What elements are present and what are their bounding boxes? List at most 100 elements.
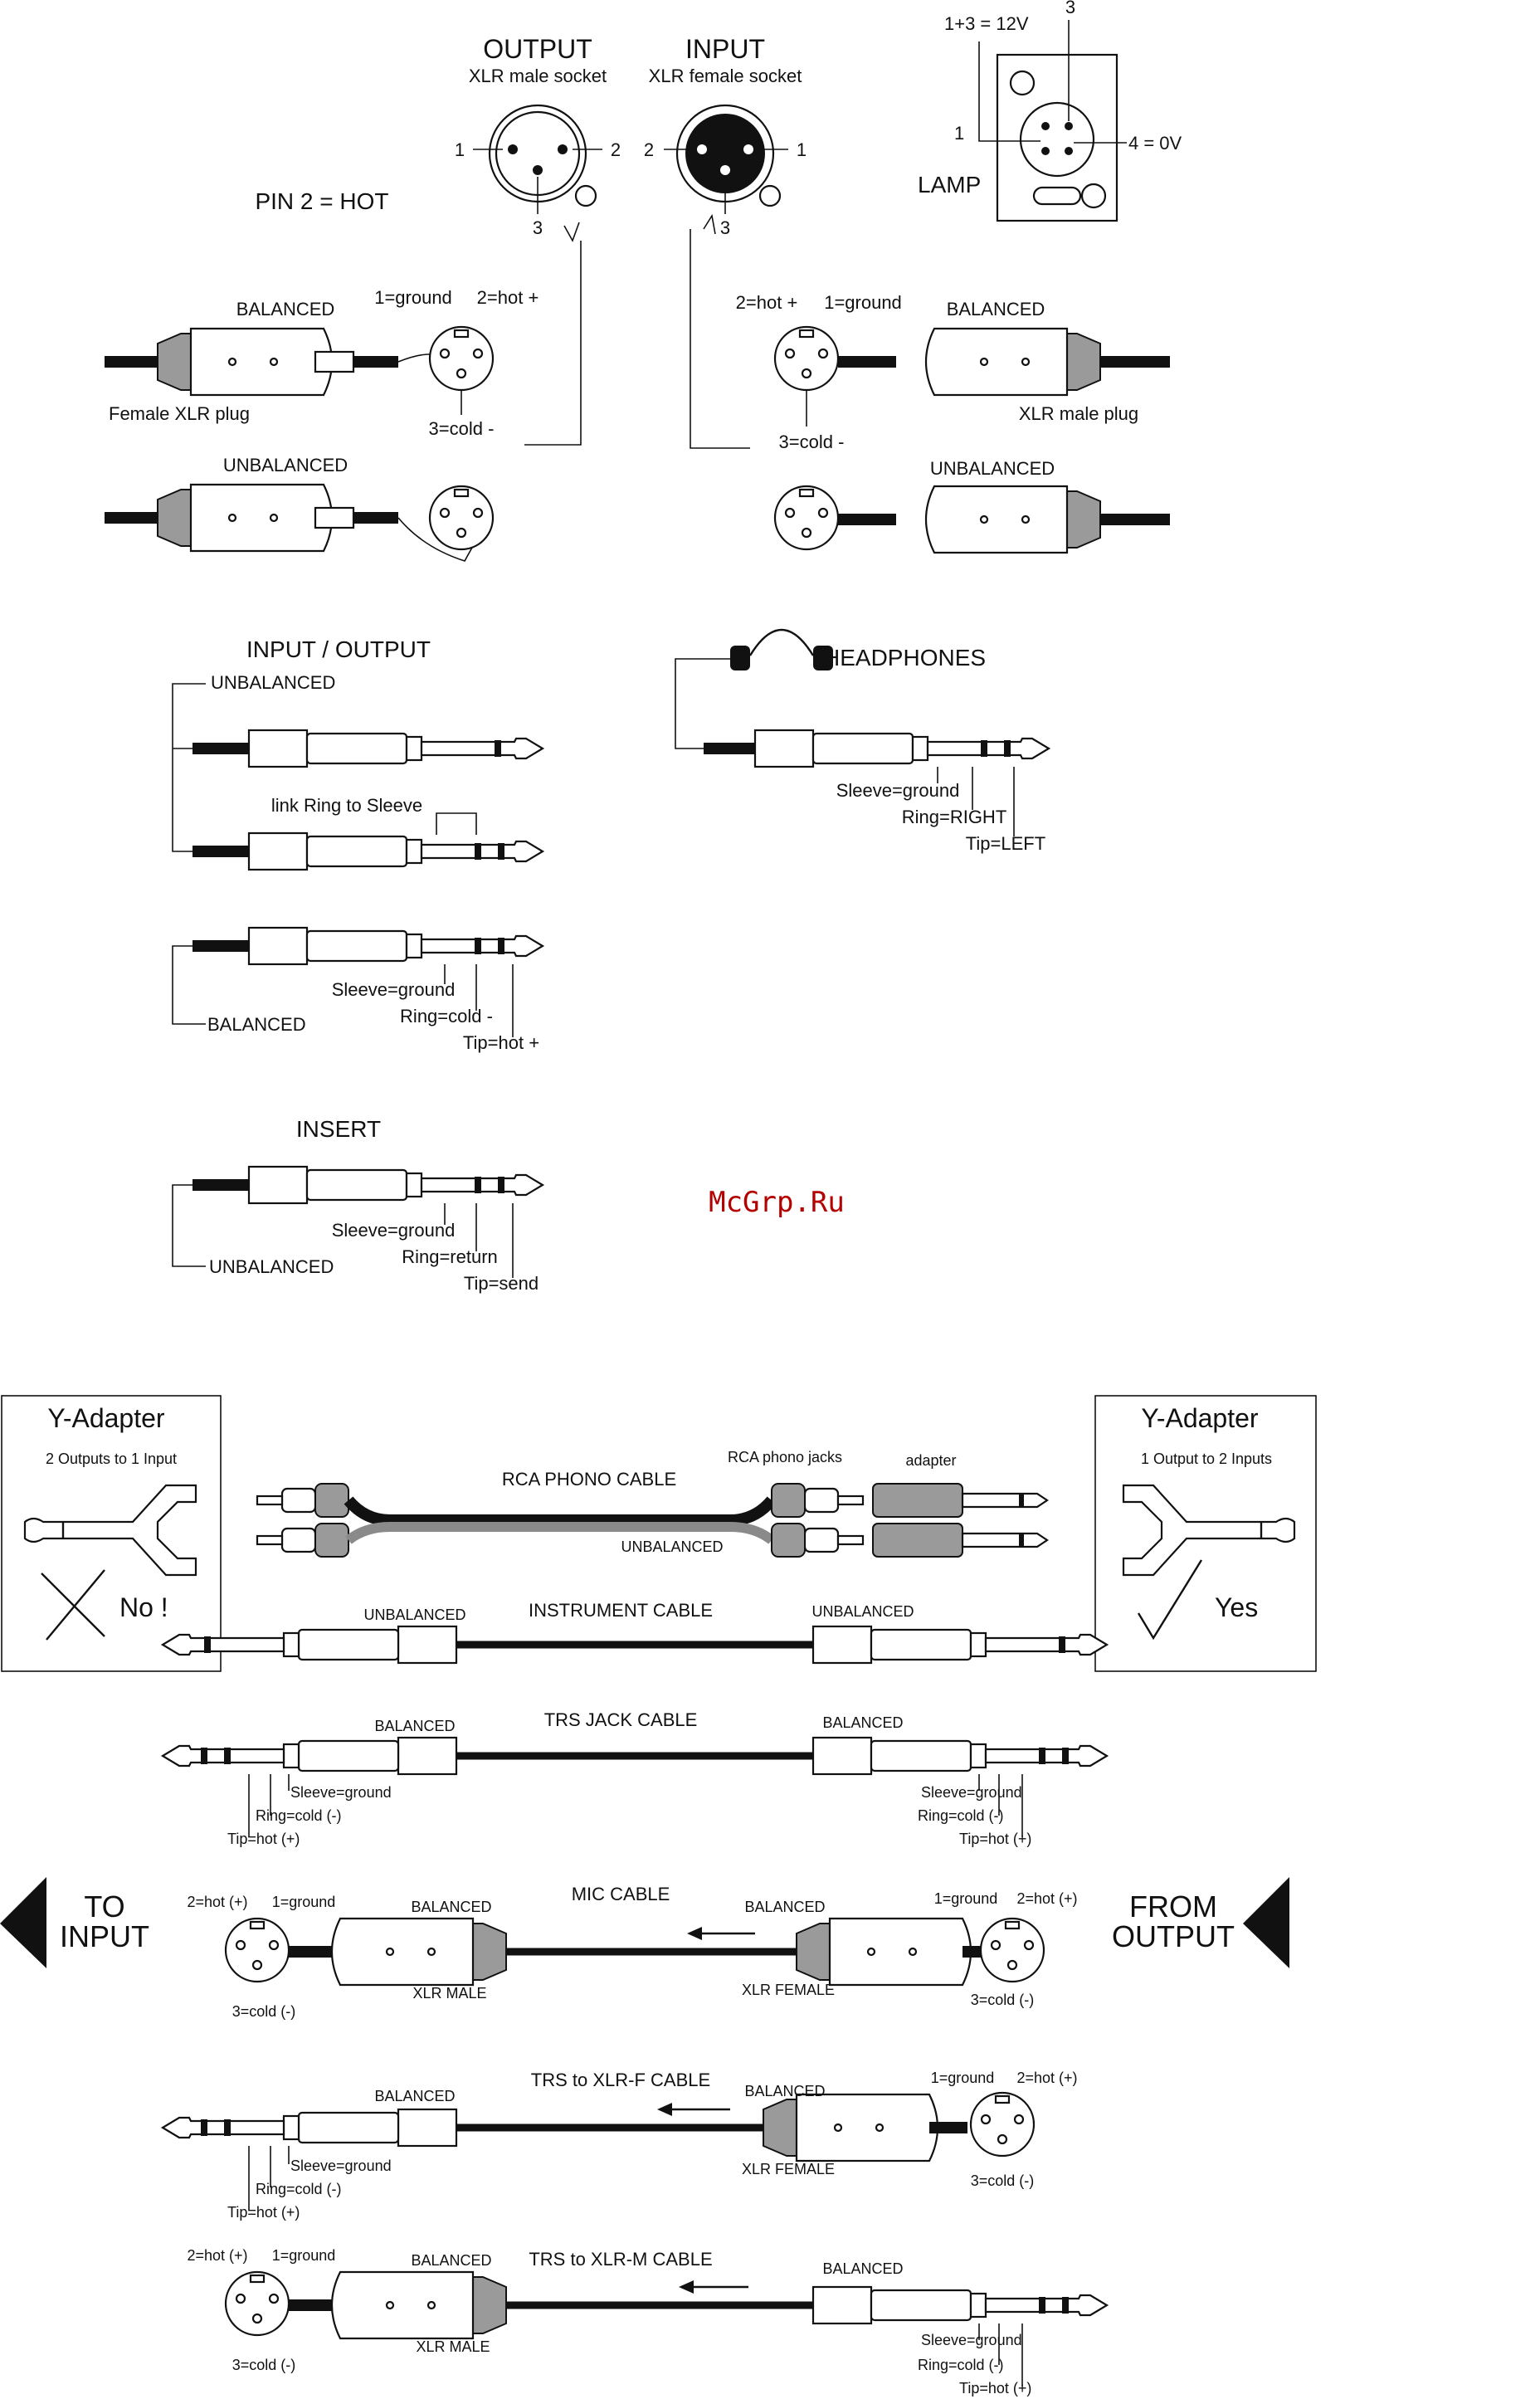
male-pin2-label: 2 [611,139,621,160]
male-pin3-label: 3 [533,217,543,238]
trs-xlrm-hot-label: 2=hot (+) [187,2247,247,2264]
mic-title: MIC CABLE [572,1884,670,1904]
lamp-pin3-label: 3 [1065,0,1075,17]
headphones-sleeve-label: Sleeve=ground [836,780,960,801]
input-subtitle: XLR female socket [649,66,802,86]
y-right-title: Y-Adapter [1141,1403,1258,1433]
lamp-12v-label: 1+3 = 12V [944,13,1029,34]
trs-xlrf-cold-label: 3=cold (-) [971,2172,1035,2189]
mic-xlr-male-label: XLR MALE [412,1985,486,2002]
input-title: INPUT [685,34,765,64]
io-balanced-jack [192,926,544,966]
y-right-subtitle: 1 Output to 2 Inputs [1141,1451,1272,1467]
trs-jack-cable [161,1736,1109,1776]
trs-xlrf-ground-label: 1=ground [931,2070,995,2086]
trs-left-label: BALANCED [374,1718,455,1734]
mic-right-cold-label: 3=cold (-) [971,1992,1035,2008]
pin-hot-note: PIN 2 = HOT [255,188,388,214]
insert-tip-label: Tip=send [464,1273,539,1294]
lamp-0v-label: 4 = 0V [1128,133,1182,154]
io-linked-jack [192,831,544,871]
mic-left-cold-label: 3=cold (-) [232,2003,296,2020]
mic-cable [224,1917,1045,1987]
trs-xlrm-sleeve-label: Sleeve=ground [921,2332,1022,2348]
xlr-female-socket-icon [664,104,788,214]
male-pin1-label: 1 [455,139,465,160]
male-xlr-unbalanced-diagram [773,485,1170,554]
io-unbalanced-jack [192,729,544,768]
male-ground-label: 1=ground [824,292,902,313]
female-xlr-unbalanced-diagram [105,483,495,562]
trs-right-sleeve-label: Sleeve=ground [921,1784,1022,1801]
female-unbalanced-label: UNBALANCED [223,455,348,475]
mic-right-hot-label: 2=hot (+) [1016,1890,1077,1907]
insert-title: INSERT [296,1116,381,1142]
to-input-line1: TO [84,1889,124,1924]
y-adapter-right-box [1094,1395,1317,1672]
female-ground-label: 1=ground [374,287,452,308]
trs-xlrm-cold-label: 3=cold (-) [232,2357,296,2373]
trs-left-tip-label: Tip=hot (+) [227,1831,300,1847]
instrument-right-label: UNBALANCED [811,1603,914,1620]
trs-right-ring-label: Ring=cold (-) [918,1807,1004,1824]
insert-ring-label: Ring=return [402,1246,498,1267]
trs-xlrf-xlr-female: XLR FEMALE [742,2161,835,2177]
rca-unbalanced-label: UNBALANCED [621,1538,723,1555]
male-plug-label: XLR male plug [1019,403,1138,424]
lamp-connector [978,20,1127,222]
female-pin1-label: 1 [797,139,807,160]
trs-xlrf-title: TRS to XLR-F CABLE [531,2070,710,2090]
trs-title: TRS JACK CABLE [544,1709,698,1730]
male-xlr-balanced-diagram [773,325,1170,397]
io-tip-label: Tip=hot + [463,1032,539,1053]
output-title: OUTPUT [483,34,592,64]
headphones-jack [704,729,1050,768]
trs-xlrm-title: TRS to XLR-M CABLE [529,2249,712,2270]
trs-right-label: BALANCED [822,1714,903,1731]
rca-jacks-label: RCA phono jacks [728,1449,842,1465]
output-subtitle: XLR male socket [469,66,607,86]
xlr-sockets-panel: OUTPUT XLR male socket INPUT XLR female … [255,34,807,449]
female-plug-label: Female XLR plug [109,403,250,424]
io-unbalanced-label: UNBALANCED [211,672,335,693]
female-pin3-label: 3 [720,217,730,238]
mic-right-balanced-label: BALANCED [744,1899,825,1915]
to-input-line2: INPUT [60,1919,149,1953]
xlr-male-socket-icon [473,104,602,214]
trs-xlrf-hot-label: 2=hot (+) [1016,2070,1077,2086]
from-output-arrow-icon [1243,1877,1289,1968]
trs-left-sleeve-label: Sleeve=ground [290,1784,392,1801]
lamp-pin1-label: 1 [954,123,964,144]
mic-left-hot-label: 2=hot (+) [187,1894,247,1910]
mic-left-balanced-label: BALANCED [411,1899,491,1915]
watermark: McGrp.Ru [709,1186,845,1219]
y-adapter-left-box [1,1395,222,1672]
lamp-label: LAMP [918,172,981,197]
instrument-left-label: UNBALANCED [363,1607,465,1623]
io-ring-label: Ring=cold - [400,1006,493,1026]
y-left-verdict: No ! [119,1592,168,1622]
female-balanced-label: BALANCED [236,299,335,319]
trs-xlrf-ring-label: Ring=cold (-) [256,2181,342,2197]
mic-right-ground-label: 1=ground [934,1890,998,1907]
trs-xlrm-right-balanced: BALANCED [822,2260,903,2277]
to-input-arrow-icon [0,1877,46,1968]
mic-xlr-female-label: XLR FEMALE [742,1982,835,1998]
instrument-cable [161,1625,1109,1665]
female-cold-label: 3=cold - [429,418,495,439]
io-title: INPUT / OUTPUT [246,636,431,662]
insert-jack [192,1165,544,1205]
headphones-icon [675,628,833,749]
insert-sleeve-label: Sleeve=ground [332,1220,456,1241]
trs-to-xlrm-cable [224,2270,1109,2340]
instrument-title: INSTRUMENT CABLE [529,1600,713,1621]
from-output-line2: OUTPUT [1112,1919,1235,1953]
trs-xlrm-tip-label: Tip=hot (+) [959,2380,1031,2397]
male-unbalanced-label: UNBALANCED [930,458,1055,479]
rca-adapter-label: adapter [905,1452,956,1469]
trs-left-ring-label: Ring=cold (-) [256,1807,342,1824]
trs-right-tip-label: Tip=hot (+) [959,1831,1031,1847]
insert-unbalanced-label: UNBALANCED [209,1256,334,1277]
male-cold-label: 3=cold - [779,432,845,452]
